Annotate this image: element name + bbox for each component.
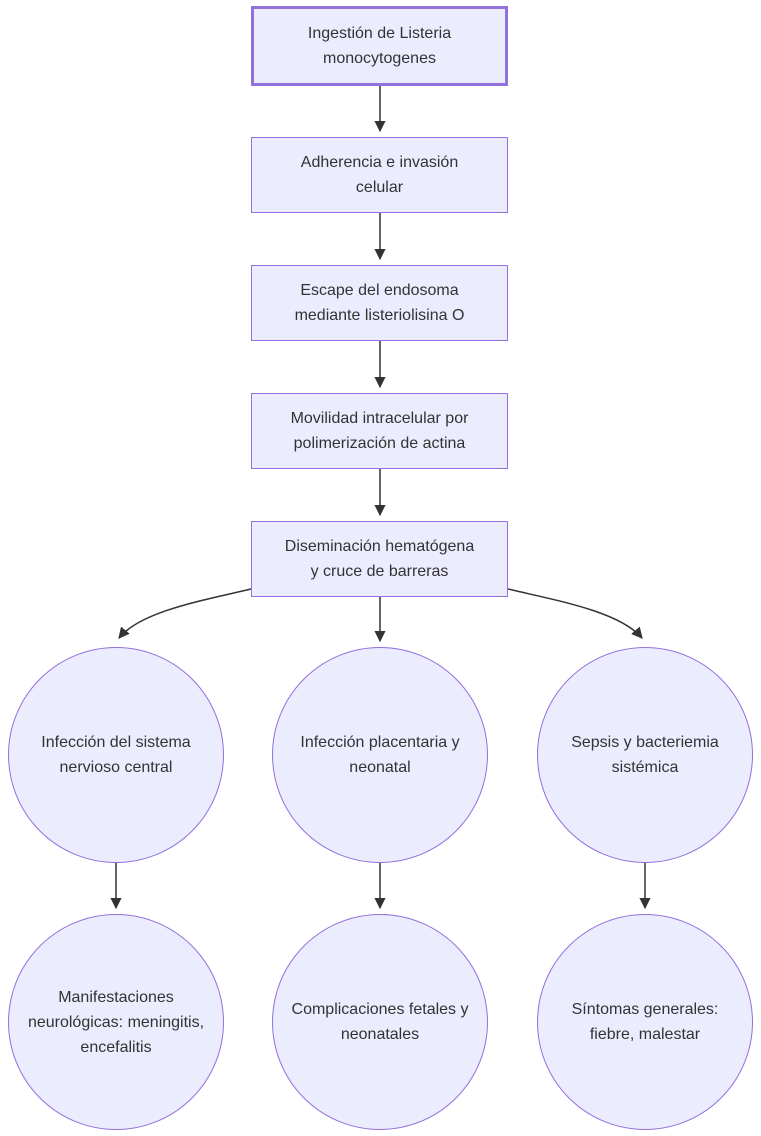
node-neurologicas: Manifestaciones neurológicas: meningitis… (8, 914, 224, 1130)
node-neurologicas-label: Manifestaciones neurológicas: meningitis… (27, 988, 205, 1056)
node-movilidad-label: Movilidad intracelular por polimerizació… (290, 410, 469, 452)
node-fetales: Complicaciones fetales y neonatales (272, 914, 488, 1130)
node-adherencia-label: Adherencia e invasión celular (300, 154, 459, 196)
node-sintomas: Síntomas generales: fiebre, malestar (537, 914, 753, 1130)
node-ingestion-label: Ingestión de Listeria monocytogenes (307, 25, 452, 67)
node-escape: Escape del endosoma mediante listeriolis… (251, 265, 508, 341)
node-placentaria: Infección placentaria y neonatal (272, 647, 488, 863)
edge-diseminacion-sepsis (507, 588, 643, 639)
node-sepsis: Sepsis y bacteriemia sistémica (537, 647, 753, 863)
node-diseminacion-label: Diseminación hematógena y cruce de barre… (284, 538, 475, 580)
node-sintomas-label: Síntomas generales: fiebre, malestar (571, 1001, 719, 1043)
node-snc-label: Infección del sistema nervioso central (41, 734, 191, 776)
node-movilidad: Movilidad intracelular por polimerizació… (251, 393, 508, 469)
node-snc: Infección del sistema nervioso central (8, 647, 224, 863)
node-adherencia: Adherencia e invasión celular (251, 137, 508, 213)
node-escape-label: Escape del endosoma mediante listeriolis… (294, 282, 465, 324)
node-sepsis-label: Sepsis y bacteriemia sistémica (571, 734, 719, 776)
node-placentaria-label: Infección placentaria y neonatal (300, 734, 460, 776)
node-diseminacion: Diseminación hematógena y cruce de barre… (251, 521, 508, 597)
node-ingestion: Ingestión de Listeria monocytogenes (251, 6, 508, 86)
node-fetales-label: Complicaciones fetales y neonatales (291, 1001, 469, 1043)
edge-diseminacion-snc (118, 588, 252, 639)
